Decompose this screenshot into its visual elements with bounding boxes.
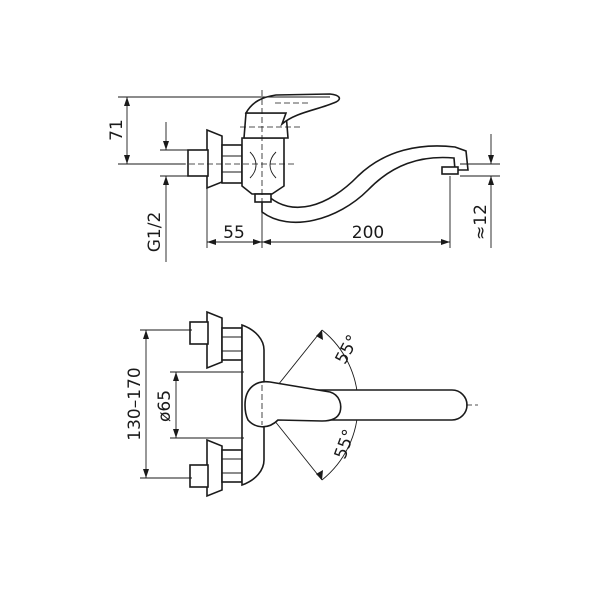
aerator [441,166,459,175]
lower-flange [206,438,223,498]
connector [187,149,209,177]
lever-handle [244,93,341,127]
dim-thread-label: G1/2 [145,212,165,253]
dim-diameter-label: ø65 [155,390,175,422]
dim-body-label: 55 [223,223,245,243]
top-lever [244,380,342,428]
dim-height-label: 71 [107,119,127,141]
spout [261,145,469,224]
side-view: 71 G1/2 55 200 ≈12 [107,90,500,262]
wall-flange [206,128,223,190]
dim-spout-height-label: ≈12 [471,204,491,240]
dim-spout-label: 200 [352,223,384,243]
top-spout [299,389,468,421]
angle-upper-label: 55° [332,332,364,368]
upper-flange [206,310,223,370]
dim-centers-label: 130–170 [125,367,145,440]
lower-connector [189,464,209,488]
top-view: 130–170 ø65 55° 55° [125,310,478,498]
mixer-body [241,137,285,195]
upper-connector [189,321,209,345]
angle-lower-label: 55° [331,427,360,462]
